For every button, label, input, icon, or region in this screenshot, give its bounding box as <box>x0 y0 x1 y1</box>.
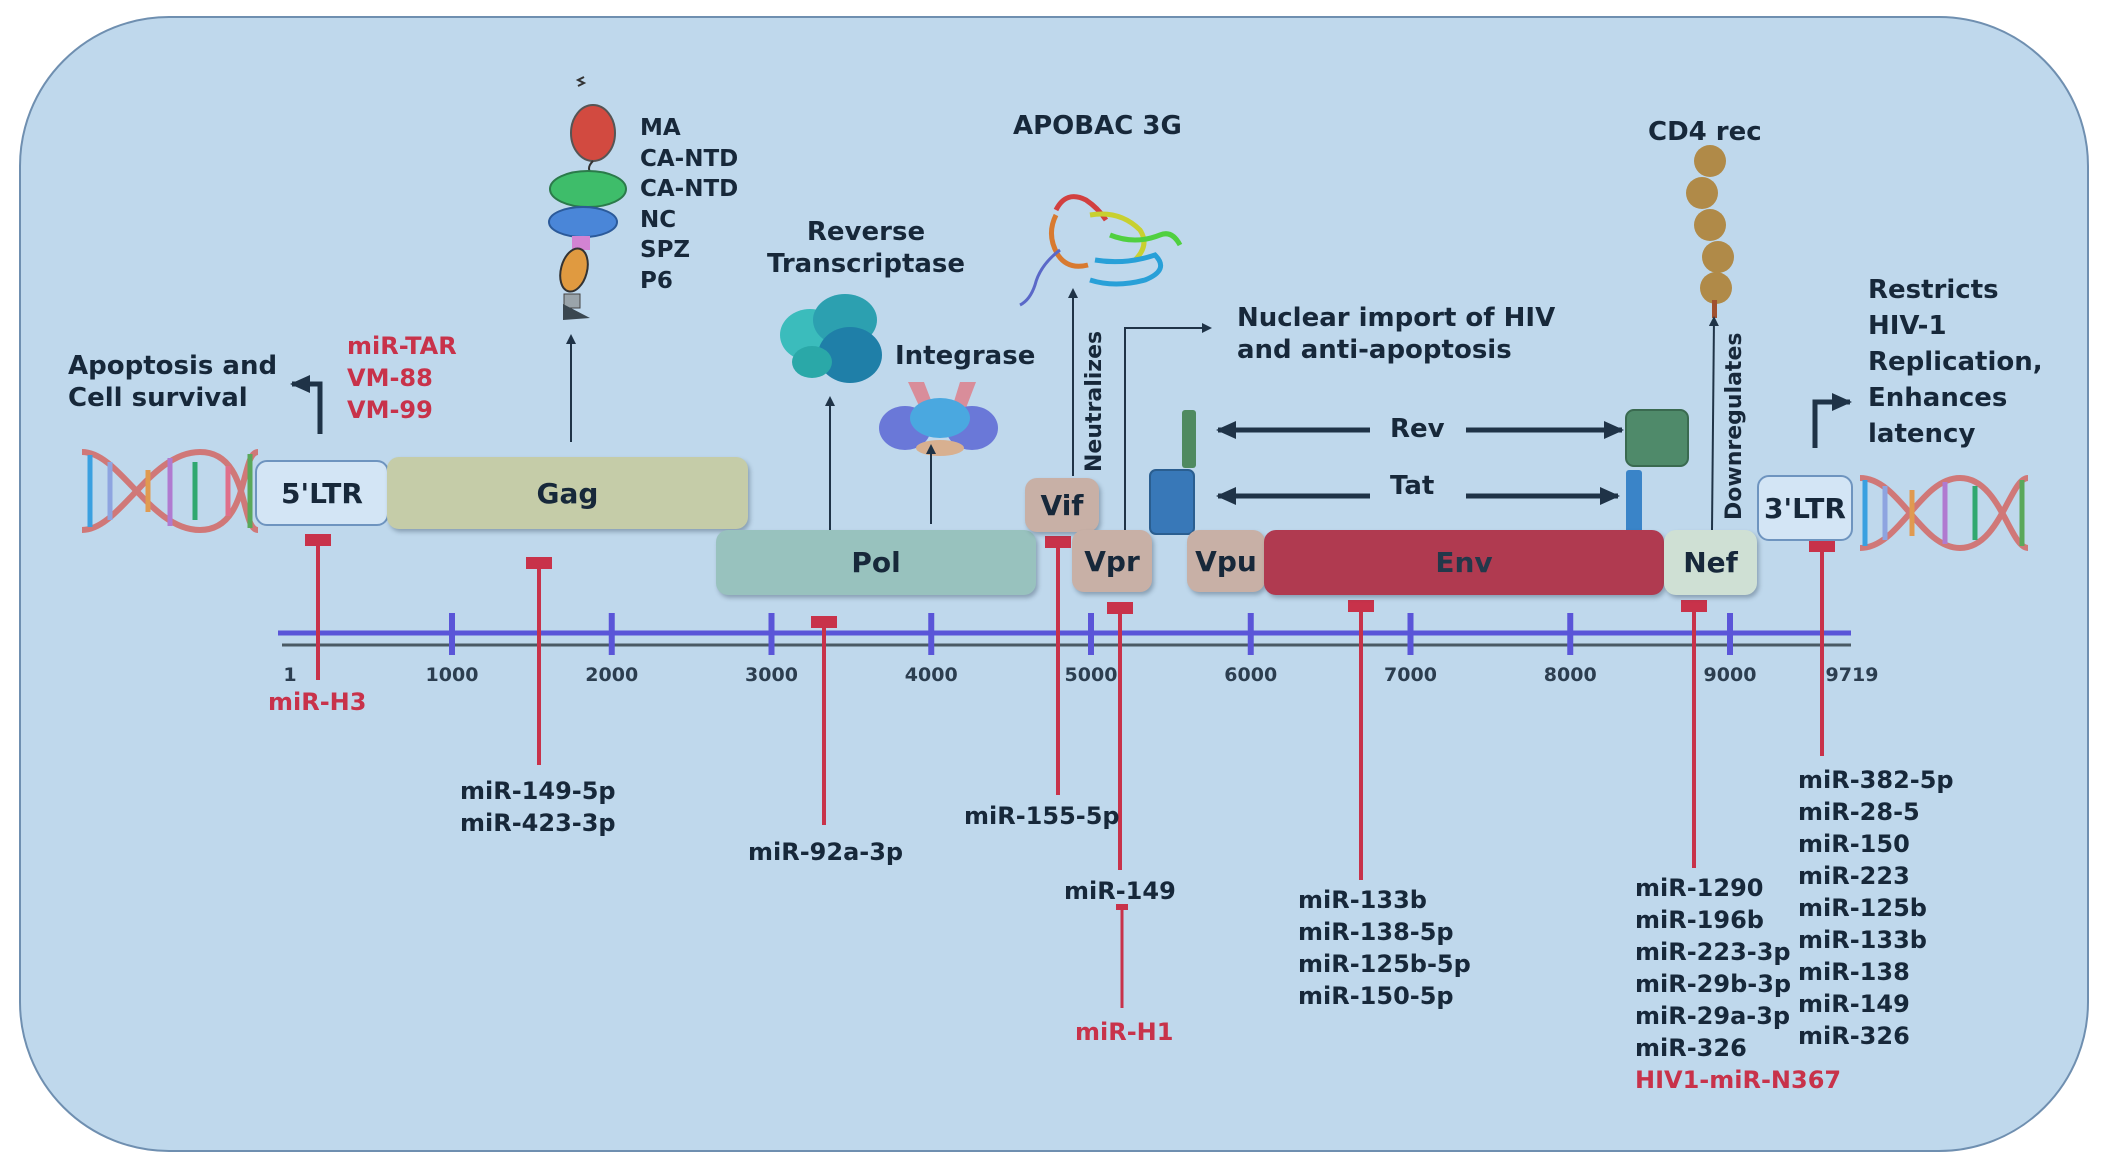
mirna-list-vpr-viral: miR-H1 <box>1075 1016 1173 1048</box>
ruler-tick-label: 1000 <box>425 664 479 686</box>
mirna-item: miR-133b <box>1298 886 1427 914</box>
mirna-item: miR-29a-3p <box>1635 1002 1791 1030</box>
gene-pol: Pol <box>716 530 1036 595</box>
mirna-item: miR-H1 <box>1075 1018 1174 1046</box>
mirna-item: miR-155-5p <box>964 802 1120 830</box>
mirna-item: miR-149 <box>1798 990 1910 1018</box>
mirna-item: miR-125b-5p <box>1298 950 1471 978</box>
mirna-item: miR-92a-3p <box>748 838 904 866</box>
ruler-tick-label: 4000 <box>904 664 958 686</box>
mirna-item: miR-326 <box>1635 1034 1747 1062</box>
mirna-item-viral: HIV1-miR-N367 <box>1635 1066 1842 1094</box>
mirna-item: miR-133b <box>1798 926 1927 954</box>
mirna-item: miR-423-3p <box>460 809 616 837</box>
mirna-item: miR-150 <box>1798 830 1910 858</box>
ruler-start-label: 1 <box>283 664 297 686</box>
mirna-item: miR-382-5p <box>1798 766 1954 794</box>
gene-5ltr: 5'LTR <box>255 460 389 526</box>
gene-vpr: Vpr <box>1072 530 1152 592</box>
ruler-tick-label: 6000 <box>1224 664 1278 686</box>
gene-vif: Vif <box>1025 478 1099 532</box>
mirna-item: miR-326 <box>1798 1022 1910 1050</box>
ruler-tick-label: 7000 <box>1384 664 1437 686</box>
mirna-item: miR-138-5p <box>1298 918 1454 946</box>
gene-3ltr: 3'LTR <box>1757 475 1853 541</box>
ruler-tick-label: 5000 <box>1064 664 1118 686</box>
mirna-list-nef: miR-1290 miR-196b miR-223-3p miR-29b-3p … <box>1635 872 1841 1096</box>
mirna-item: miR-1290 <box>1635 874 1764 902</box>
mirna-item: miR-149 <box>1064 877 1176 905</box>
ruler-tick-label: 9000 <box>1703 664 1757 686</box>
gene-gag: Gag <box>387 457 748 529</box>
mirna-item: miR-28-5 <box>1798 798 1920 826</box>
mirna-list-3ltr: miR-382-5p miR-28-5 miR-150 miR-223 miR-… <box>1798 764 1954 1052</box>
ruler-tick-label: 8000 <box>1543 664 1597 686</box>
mirna-item: miR-125b <box>1798 894 1927 922</box>
gene-env: Env <box>1264 530 1664 595</box>
mirna-item: miR-223-3p <box>1635 938 1791 966</box>
mirna-list-pol: miR-92a-3p <box>748 836 903 868</box>
mirna-list-5ltr: miR-H3 <box>268 686 366 718</box>
downregulates-label: Downregulates <box>1722 332 1747 520</box>
mirna-item: miR-138 <box>1798 958 1910 986</box>
mirna-item: miR-149-5p <box>460 777 616 805</box>
mirna-list-vpr: miR-149 <box>1064 875 1176 907</box>
gene-vpu: Vpu <box>1187 530 1265 592</box>
ruler-end-label: 9719 <box>1825 664 1879 686</box>
mirna-item: miR-H3 <box>268 688 367 716</box>
mirna-list-gag: miR-149-5p miR-423-3p <box>460 775 616 839</box>
integrase-label: Integrase <box>895 341 1036 371</box>
mirna-list-vif: miR-155-5p <box>964 800 1120 832</box>
cd4-receptor-label: CD4 rec <box>1648 117 1762 147</box>
tat-label: Tat <box>1390 471 1435 501</box>
ruler-tick-label: 2000 <box>585 664 639 686</box>
mirna-item: miR-196b <box>1635 906 1764 934</box>
ruler-tick-label: 3000 <box>745 664 798 686</box>
apobec3g-label: APOBAC 3G <box>1013 111 1182 141</box>
neutralizes-label: Neutralizes <box>1082 330 1107 472</box>
mirna-item: miR-150-5p <box>1298 982 1454 1010</box>
mirna-item: miR-29b-3p <box>1635 970 1792 998</box>
mirna-item: miR-223 <box>1798 862 1910 890</box>
gene-nef: Nef <box>1664 530 1757 595</box>
mirna-list-env: miR-133b miR-138-5p miR-125b-5p miR-150-… <box>1298 884 1471 1012</box>
rev-label: Rev <box>1390 414 1445 444</box>
